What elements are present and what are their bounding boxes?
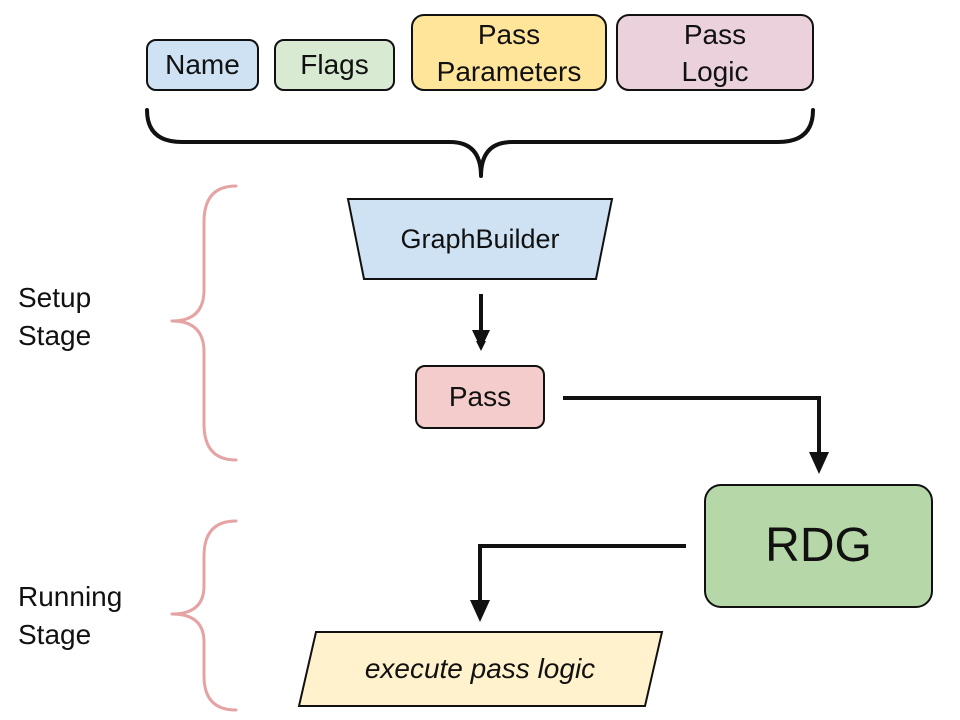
input-box-pass-logic: [616, 14, 814, 91]
setup-stage-label: Setup Stage: [18, 282, 92, 351]
input-box-flags: [274, 39, 395, 91]
input-label-pass-logic: Pass Logic: [681, 18, 749, 87]
input-box-pass-parameters: [411, 14, 607, 91]
running-stage-brace: [170, 519, 238, 712]
rdg-label: RDG: [765, 519, 872, 572]
arrowhead-rdg-to-execute: [470, 600, 490, 622]
arrow-rdg-to-execute: [478, 544, 686, 604]
input-label-name: Name: [165, 49, 240, 80]
graph-builder-shape: [346, 198, 614, 280]
arrowhead-graphbuilder-to-pass: [472, 330, 490, 349]
execute-shape: [297, 631, 664, 707]
running-stage-label: Running Stage: [18, 581, 123, 650]
input-label-flags: Flags: [300, 49, 369, 80]
input-label-pass-parameters: Pass Parameters: [436, 18, 582, 87]
execute-label: execute pass logic: [364, 653, 596, 684]
pass-label: Pass: [448, 381, 512, 412]
setup-stage-brace: [170, 184, 238, 462]
inputs-brace: [145, 108, 815, 178]
pass-shape: [415, 365, 545, 429]
rdg-shape: [704, 484, 933, 608]
arrowhead-pass-to-rdg: [809, 452, 829, 474]
input-box-name: [146, 39, 259, 91]
arrow-pass-to-rdg: [563, 396, 821, 456]
graph-builder-label: GraphBuilder: [400, 224, 560, 254]
